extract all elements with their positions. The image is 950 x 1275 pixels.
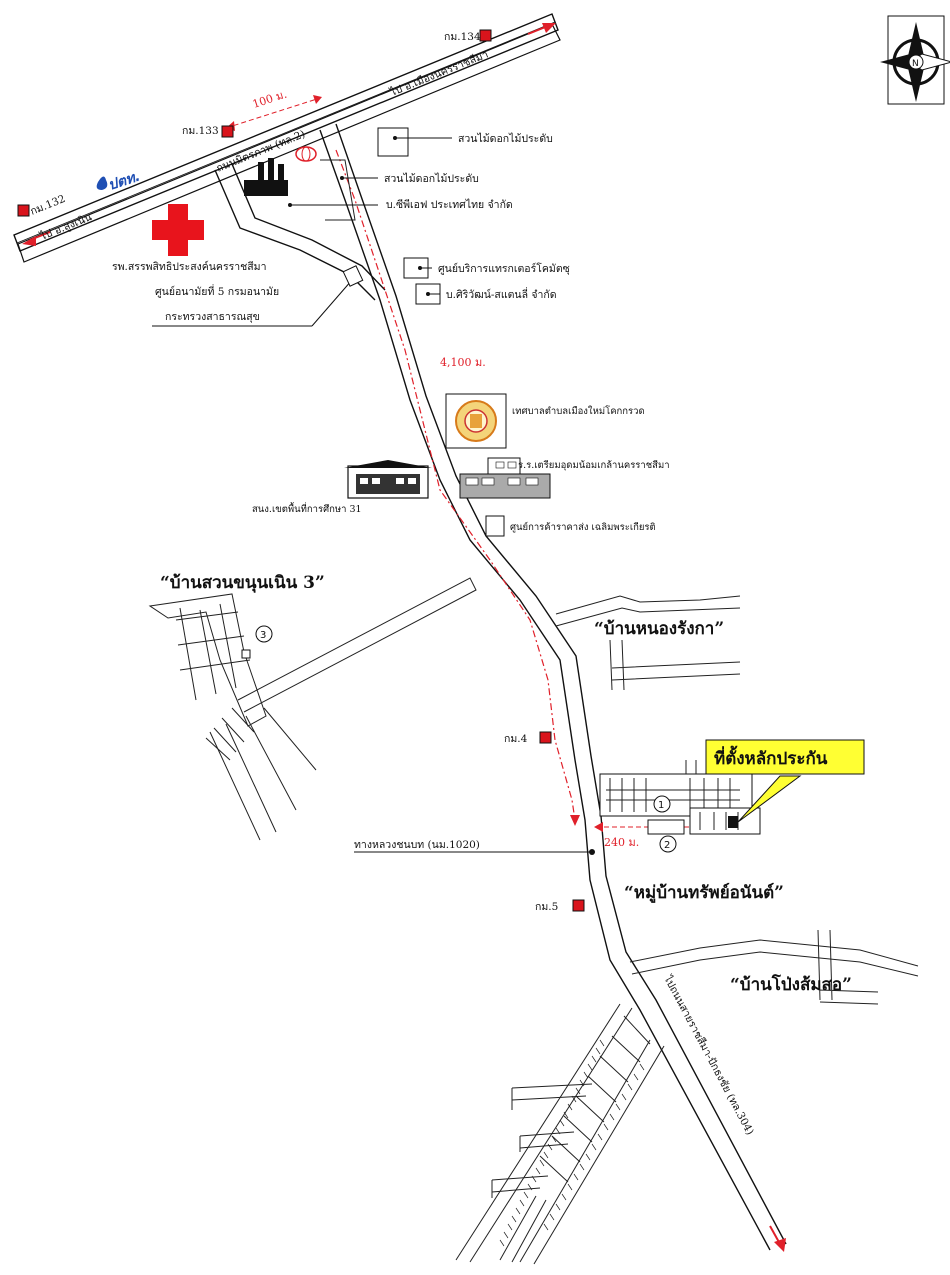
building-icon (459, 457, 551, 499)
village-2-streets (555, 595, 741, 691)
km-marker-5: กม.5 (535, 899, 585, 913)
sriwat-label: บ.ศิริวัฒน์-สแตนลี่ จำกัด (446, 287, 557, 301)
arrow-to-chok-chai (769, 1225, 786, 1252)
km-marker-133: กม.133 (182, 125, 234, 138)
village-1-streets (148, 577, 477, 841)
komatsu-label: ศูนย์บริการแทรกเตอร์โคมัตซุ (438, 262, 570, 275)
plot-number-3: 3 (260, 630, 266, 641)
km-marker-132: กม.132 (17, 193, 67, 218)
hospital-label: รพ.สรรพสิทธิประสงค์นครราชสีมา (112, 260, 266, 273)
svg-text:กม.133: กม.133 (182, 125, 219, 137)
road-label-to-korat: ไป อ.เมืองนครราชสีมา (387, 48, 490, 100)
compass-rose-icon: N (880, 15, 950, 105)
market-label: ศูนย์การค้าราคาส่ง เฉลิมพระเกียรติ (510, 521, 656, 533)
svg-text:กม.5: กม.5 (535, 901, 558, 913)
callout-label: ที่ตั้งหลักประกัน (714, 745, 828, 769)
garden-1-plot (377, 127, 409, 157)
km-marker-4: กม.4 (504, 731, 552, 745)
market-plot (485, 515, 505, 537)
village-1-label: “บ้านสวนขนุนเนิน 3” (160, 573, 325, 593)
south-grid-hatching (499, 1039, 645, 1247)
arrow-to-sung-noen (22, 231, 51, 246)
red-cross-icon (152, 204, 204, 256)
office-building-icon (344, 460, 432, 499)
village-2-label: “บ้านหนองรังกา” (594, 619, 724, 639)
garden-2-label: สวนไม้ดอกไม้ประดับ (384, 172, 479, 185)
health-center-label-1: ศูนย์อนามัยที่ 5 กรมอนามัย (155, 284, 279, 298)
distance-240m: 240 ม. (604, 836, 639, 849)
village-4-streets (629, 929, 919, 1005)
village-4-label: “บ้านโป่งส้มสอ” (730, 974, 852, 995)
rural-road-label: ทางหลวงชนบท (นม.1020) (354, 839, 480, 851)
distance-4100m: 4,100 ม. (440, 356, 486, 369)
factory-icon (244, 158, 288, 196)
south-subdivision (455, 1003, 665, 1265)
km-marker-134: กม.134 (444, 29, 492, 43)
collateral-callout (705, 739, 865, 823)
hospital-branch-road (214, 163, 386, 301)
route-path (335, 149, 576, 821)
plot-number-2: 2 (664, 840, 670, 851)
cpf-label: บ.ซีพีเอฟ ประเทศไทย จำกัด (386, 198, 513, 211)
municipality-seal-icon (445, 393, 507, 449)
plot-number-1: 1 (658, 800, 664, 811)
office-label: สนง.เขตพื้นที่การศึกษา 31 (252, 502, 362, 515)
distance-100m: 100 ม. (251, 88, 289, 111)
garden-1-label: สวนไม้ดอกไม้ประดับ (458, 132, 553, 145)
arrow-to-korat (527, 23, 556, 35)
village-3-streets (599, 760, 761, 853)
municipality-label: เทศบาลตำบลเมืองใหม่โคกกรวด (512, 405, 645, 417)
svg-text:กม.132: กม.132 (29, 193, 67, 218)
svg-text:กม.4: กม.4 (504, 733, 528, 745)
health-center-label-2: กระทรวงสาธารณสุข (165, 311, 260, 323)
school-label: ร.ร.เตรียมอุดมน้อมเกล้านครราชสีมา (518, 459, 670, 471)
toyota-logo-icon (295, 146, 317, 162)
road-label-to-chok-chai: ไปถนนสายราชสีมา-ปักธงชัย (ทล.304) (661, 972, 757, 1137)
village-3-label: “หมู่บ้านทรัพย์อนันต์” (624, 882, 784, 904)
svg-text:กม.134: กม.134 (444, 31, 481, 43)
compass-north-label: N (912, 59, 919, 69)
highway-2 (13, 13, 561, 263)
